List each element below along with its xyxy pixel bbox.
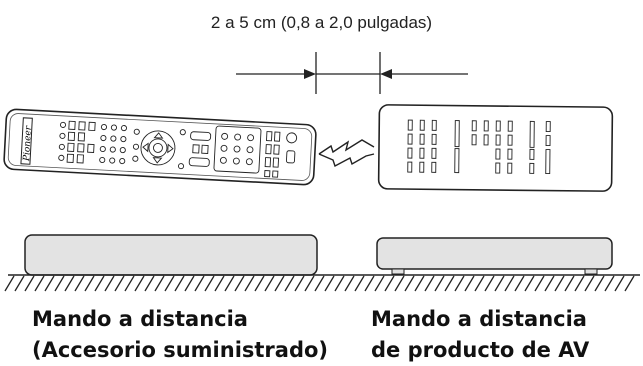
hatch-mark [334, 275, 345, 292]
hatch-mark [144, 275, 155, 292]
hatch-mark [434, 275, 445, 292]
left-arrowhead [304, 69, 316, 79]
hatch-mark [324, 275, 335, 292]
brand-logo: Pioneer [22, 125, 34, 162]
hatch-mark [174, 275, 185, 292]
supplied-remote-caption-line1: Mando a distancia [32, 307, 248, 331]
hatch-mark [544, 275, 555, 292]
hatch-mark [484, 275, 495, 292]
hatch-mark [194, 275, 205, 292]
hatch-mark [594, 275, 605, 292]
hatch-mark [24, 275, 35, 292]
hatch-mark [524, 275, 535, 292]
hatch-mark [4, 275, 15, 292]
hatch-mark [384, 275, 395, 292]
hatch-mark [284, 275, 295, 292]
hatch-mark [94, 275, 105, 292]
hatch-mark [74, 275, 85, 292]
hatch-mark [154, 275, 165, 292]
hatch-mark [314, 275, 325, 292]
hatch-mark [414, 275, 425, 292]
av-remote-caption: Mando a distancia de producto de AV [371, 304, 589, 366]
hatch-mark [104, 275, 115, 292]
hatch-mark [584, 275, 595, 292]
hatch-mark [494, 275, 505, 292]
hatch-mark [394, 275, 405, 292]
hatch-mark [464, 275, 475, 292]
hatch-mark [614, 275, 625, 292]
hatch-mark [274, 275, 285, 292]
hatch-mark [404, 275, 415, 292]
av-remote-icon [377, 104, 614, 192]
hatch-mark [624, 275, 635, 292]
hatch-mark [14, 275, 25, 292]
hatch-mark [294, 275, 305, 292]
hatch-mark [444, 275, 455, 292]
hatch-mark [244, 275, 255, 292]
floor-hatch-icon [4, 274, 640, 292]
infrared-signal-icon [318, 139, 375, 168]
hatch-mark [374, 275, 385, 292]
hatch-mark [454, 275, 465, 292]
hatch-mark [264, 275, 275, 292]
hatch-mark [114, 275, 125, 292]
hatch-mark [234, 275, 245, 292]
hatch-mark [254, 275, 265, 292]
device-box-icon [24, 234, 318, 276]
hatch-mark [604, 275, 615, 292]
hatch-mark [134, 275, 145, 292]
hatch-mark [184, 275, 195, 292]
distance-dimension [236, 52, 468, 94]
hatch-mark [214, 275, 225, 292]
hatch-mark [124, 275, 135, 292]
supplied-remote-caption-line2: (Accesorio suministrado) [32, 338, 329, 362]
hatch-mark [514, 275, 525, 292]
hatch-mark [574, 275, 585, 292]
remote-control-icon: Pioneer [3, 108, 317, 186]
hatch-mark [344, 275, 355, 292]
hatch-mark [164, 275, 175, 292]
av-remote-caption-line1: Mando a distancia [371, 307, 587, 331]
hatch-mark [364, 275, 375, 292]
hatch-mark [424, 275, 435, 292]
hatch-mark [554, 275, 565, 292]
hatch-mark [204, 275, 215, 292]
hatch-mark [354, 275, 365, 292]
hatch-mark [64, 275, 75, 292]
supplied-remote-caption: Mando a distancia (Accesorio suministrad… [32, 304, 328, 366]
hatch-mark [304, 275, 315, 292]
hatch-mark [34, 275, 45, 292]
hatch-mark [474, 275, 485, 292]
hatch-mark [84, 275, 95, 292]
av-remote-caption-line2: de producto de AV [371, 338, 590, 362]
hatch-mark [534, 275, 545, 292]
distance-label: 2 a 5 cm (0,8 a 2,0 pulgadas) [210, 13, 433, 32]
hatch-mark [54, 275, 65, 292]
right-arrowhead [380, 69, 392, 79]
hatch-mark [224, 275, 235, 292]
av-device-box-icon [376, 237, 613, 275]
hatch-mark [564, 275, 575, 292]
hatch-mark [44, 275, 55, 292]
hatch-mark [504, 275, 515, 292]
